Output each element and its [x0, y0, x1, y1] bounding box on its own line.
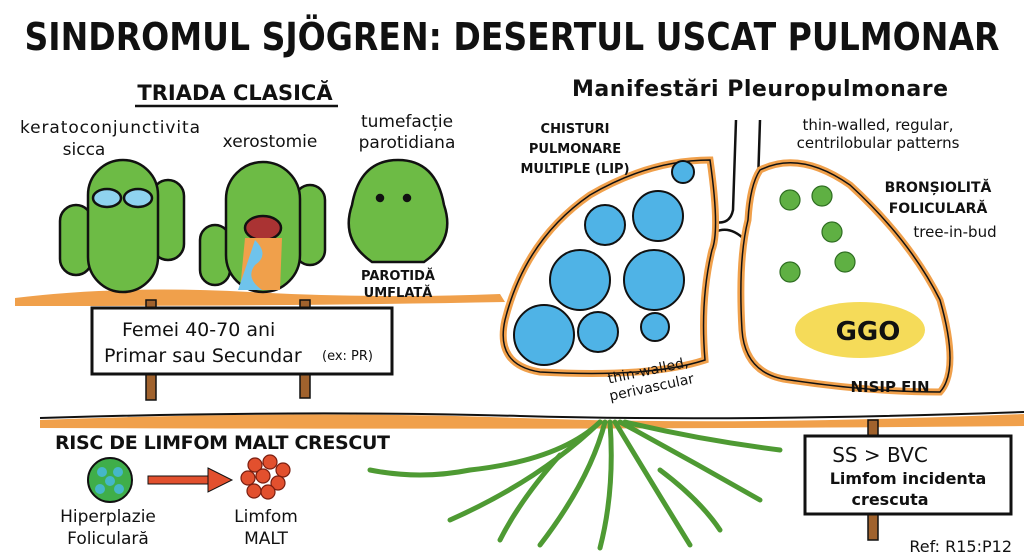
tree-in-bud-icon	[779, 185, 856, 283]
hyperplasia-label-b: Foliculară	[67, 529, 149, 549]
triad-label-1a: keratoconjunctivita	[20, 118, 200, 138]
ground-line	[39, 411, 1024, 420]
triad-heading: TRIADA CLASICĂ	[137, 80, 333, 105]
lung-cysts	[513, 160, 695, 366]
sand-ground-upper	[15, 289, 505, 306]
triad-label-3b: parotidiana	[359, 133, 456, 153]
cysts-label-c: MULTIPLE (LIP)	[520, 162, 629, 177]
bronchiolitis-label-a: BRONȘIOLITĂ	[885, 178, 992, 196]
arrow-right-icon	[147, 467, 234, 493]
comparison-sign: SS > BVC Limfom incidenta crescuta	[803, 419, 1013, 541]
comparison-line2: Limfom incidenta	[830, 469, 987, 488]
left-lung-outline	[502, 159, 717, 375]
pulmonary-heading: Manifestări Pleuropulmonare	[572, 77, 948, 102]
hyperplasia-label-a: Hiperplazie	[60, 507, 156, 527]
triad-label-3a: tumefacție	[361, 112, 453, 132]
pattern-note-b: centrilobular patterns	[797, 134, 960, 152]
ggo-label: GGO	[836, 317, 901, 347]
malt-lymphoma-icon	[240, 454, 291, 500]
comparison-line1: SS > BVC	[832, 443, 928, 467]
cysts-label-a: CHISTURI	[541, 122, 610, 137]
bronchiolitis-note: tree-in-bud	[913, 223, 996, 241]
bronchiolitis-label-b: FOLICULARĂ	[889, 199, 988, 217]
cactus-swollen-icon	[347, 158, 449, 264]
demographics-line2: Primar sau Secundar	[104, 345, 302, 367]
demographics-line2-note: (ex: PR)	[322, 349, 373, 364]
parotid-caption-a: PAROTIDĂ	[361, 268, 435, 284]
parotid-caption-b: UMFLATĂ	[364, 285, 433, 301]
cysts-label-b: PULMONARE	[529, 142, 621, 157]
sand-ground-lower	[40, 414, 1024, 429]
ggo-note: NISIP FIN	[850, 378, 929, 396]
demographics-sign: Femei 40-70 ani Primar sau Secundar (ex:…	[90, 299, 394, 401]
lymphoma-heading: RISC DE LIMFOM MALT CRESCUT	[55, 432, 390, 454]
reference: Ref: R15:P12	[909, 537, 1012, 556]
page-title: SINDROMUL SJÖGREN: DESERTUL USCAT PULMON…	[25, 15, 1000, 59]
right-lung	[737, 159, 954, 396]
comparison-line3: crescuta	[851, 490, 928, 509]
triad-label-1b: sicca	[63, 140, 106, 160]
right-lung-outline	[740, 161, 951, 393]
ggo-patch	[795, 302, 925, 358]
roots-illustration	[367, 419, 783, 551]
cactus-dry-eyes-icon	[58, 158, 186, 294]
pattern-note-a: thin-walled, regular,	[803, 116, 954, 134]
demographics-line1: Femei 40-70 ani	[122, 319, 275, 341]
follicular-hyperplasia-icon	[87, 457, 133, 503]
malt-label-b: MALT	[244, 529, 288, 549]
triad-label-2: xerostomie	[223, 132, 318, 152]
malt-label-a: Limfom	[234, 507, 298, 527]
cactus-dry-mouth-icon	[198, 160, 327, 294]
